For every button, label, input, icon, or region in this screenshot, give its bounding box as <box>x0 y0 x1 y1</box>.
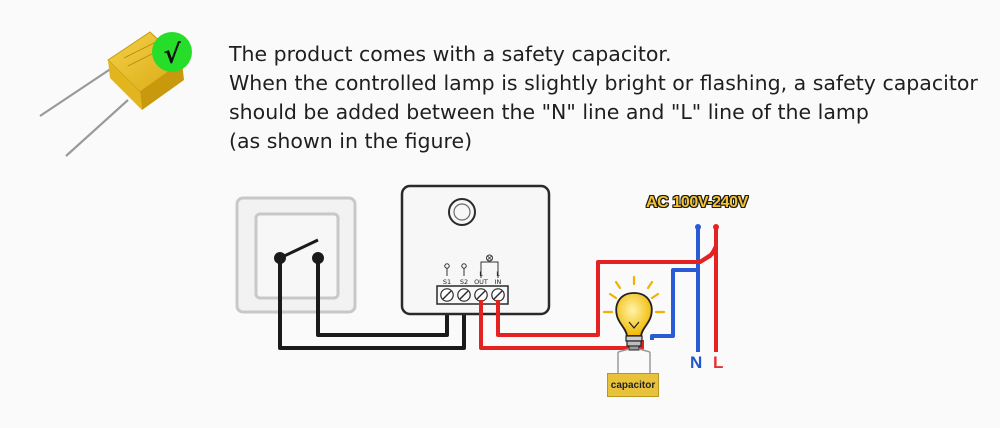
terminal-label-s2: S2 <box>460 278 468 286</box>
capacitor-leads <box>617 348 651 374</box>
switch-lever <box>279 238 319 260</box>
terminal-label-l-right: L <box>496 270 500 278</box>
smart-switch-module: L L S1 S2 OUT IN <box>400 184 551 316</box>
terminal-label-out: OUT <box>474 278 488 286</box>
capacitor-label: capacitor <box>610 379 656 391</box>
terminal-label-l-left: L <box>479 270 483 278</box>
wall-switch <box>235 196 357 314</box>
intro-line-4: (as shown in the figure) <box>229 129 473 153</box>
check-icon: √ <box>163 40 181 70</box>
intro-line-2: When the controlled lamp is slightly bri… <box>229 71 978 95</box>
light-bulb <box>602 275 666 351</box>
live-label: L <box>713 353 724 372</box>
terminal-label-s1: S1 <box>443 278 451 286</box>
live-terminal-dot <box>713 224 719 230</box>
terminal-label-in: IN <box>495 278 502 286</box>
neutral-label: N <box>690 353 703 372</box>
intro-line-1: The product comes with a safety capacito… <box>229 42 672 66</box>
intro-text: The product comes with a safety capacito… <box>229 40 989 156</box>
terminal-block <box>436 285 509 305</box>
intro-line-3: should be added between the "N" line and… <box>229 100 869 124</box>
neutral-wires <box>650 226 700 352</box>
live-crossing <box>676 245 718 264</box>
check-badge: √ <box>152 32 192 72</box>
capacitor-box: capacitor <box>607 373 659 397</box>
switch-wires <box>278 258 466 350</box>
ac-voltage-label: AC 100V-240V <box>646 194 748 211</box>
neutral-terminal-dot <box>695 224 701 230</box>
